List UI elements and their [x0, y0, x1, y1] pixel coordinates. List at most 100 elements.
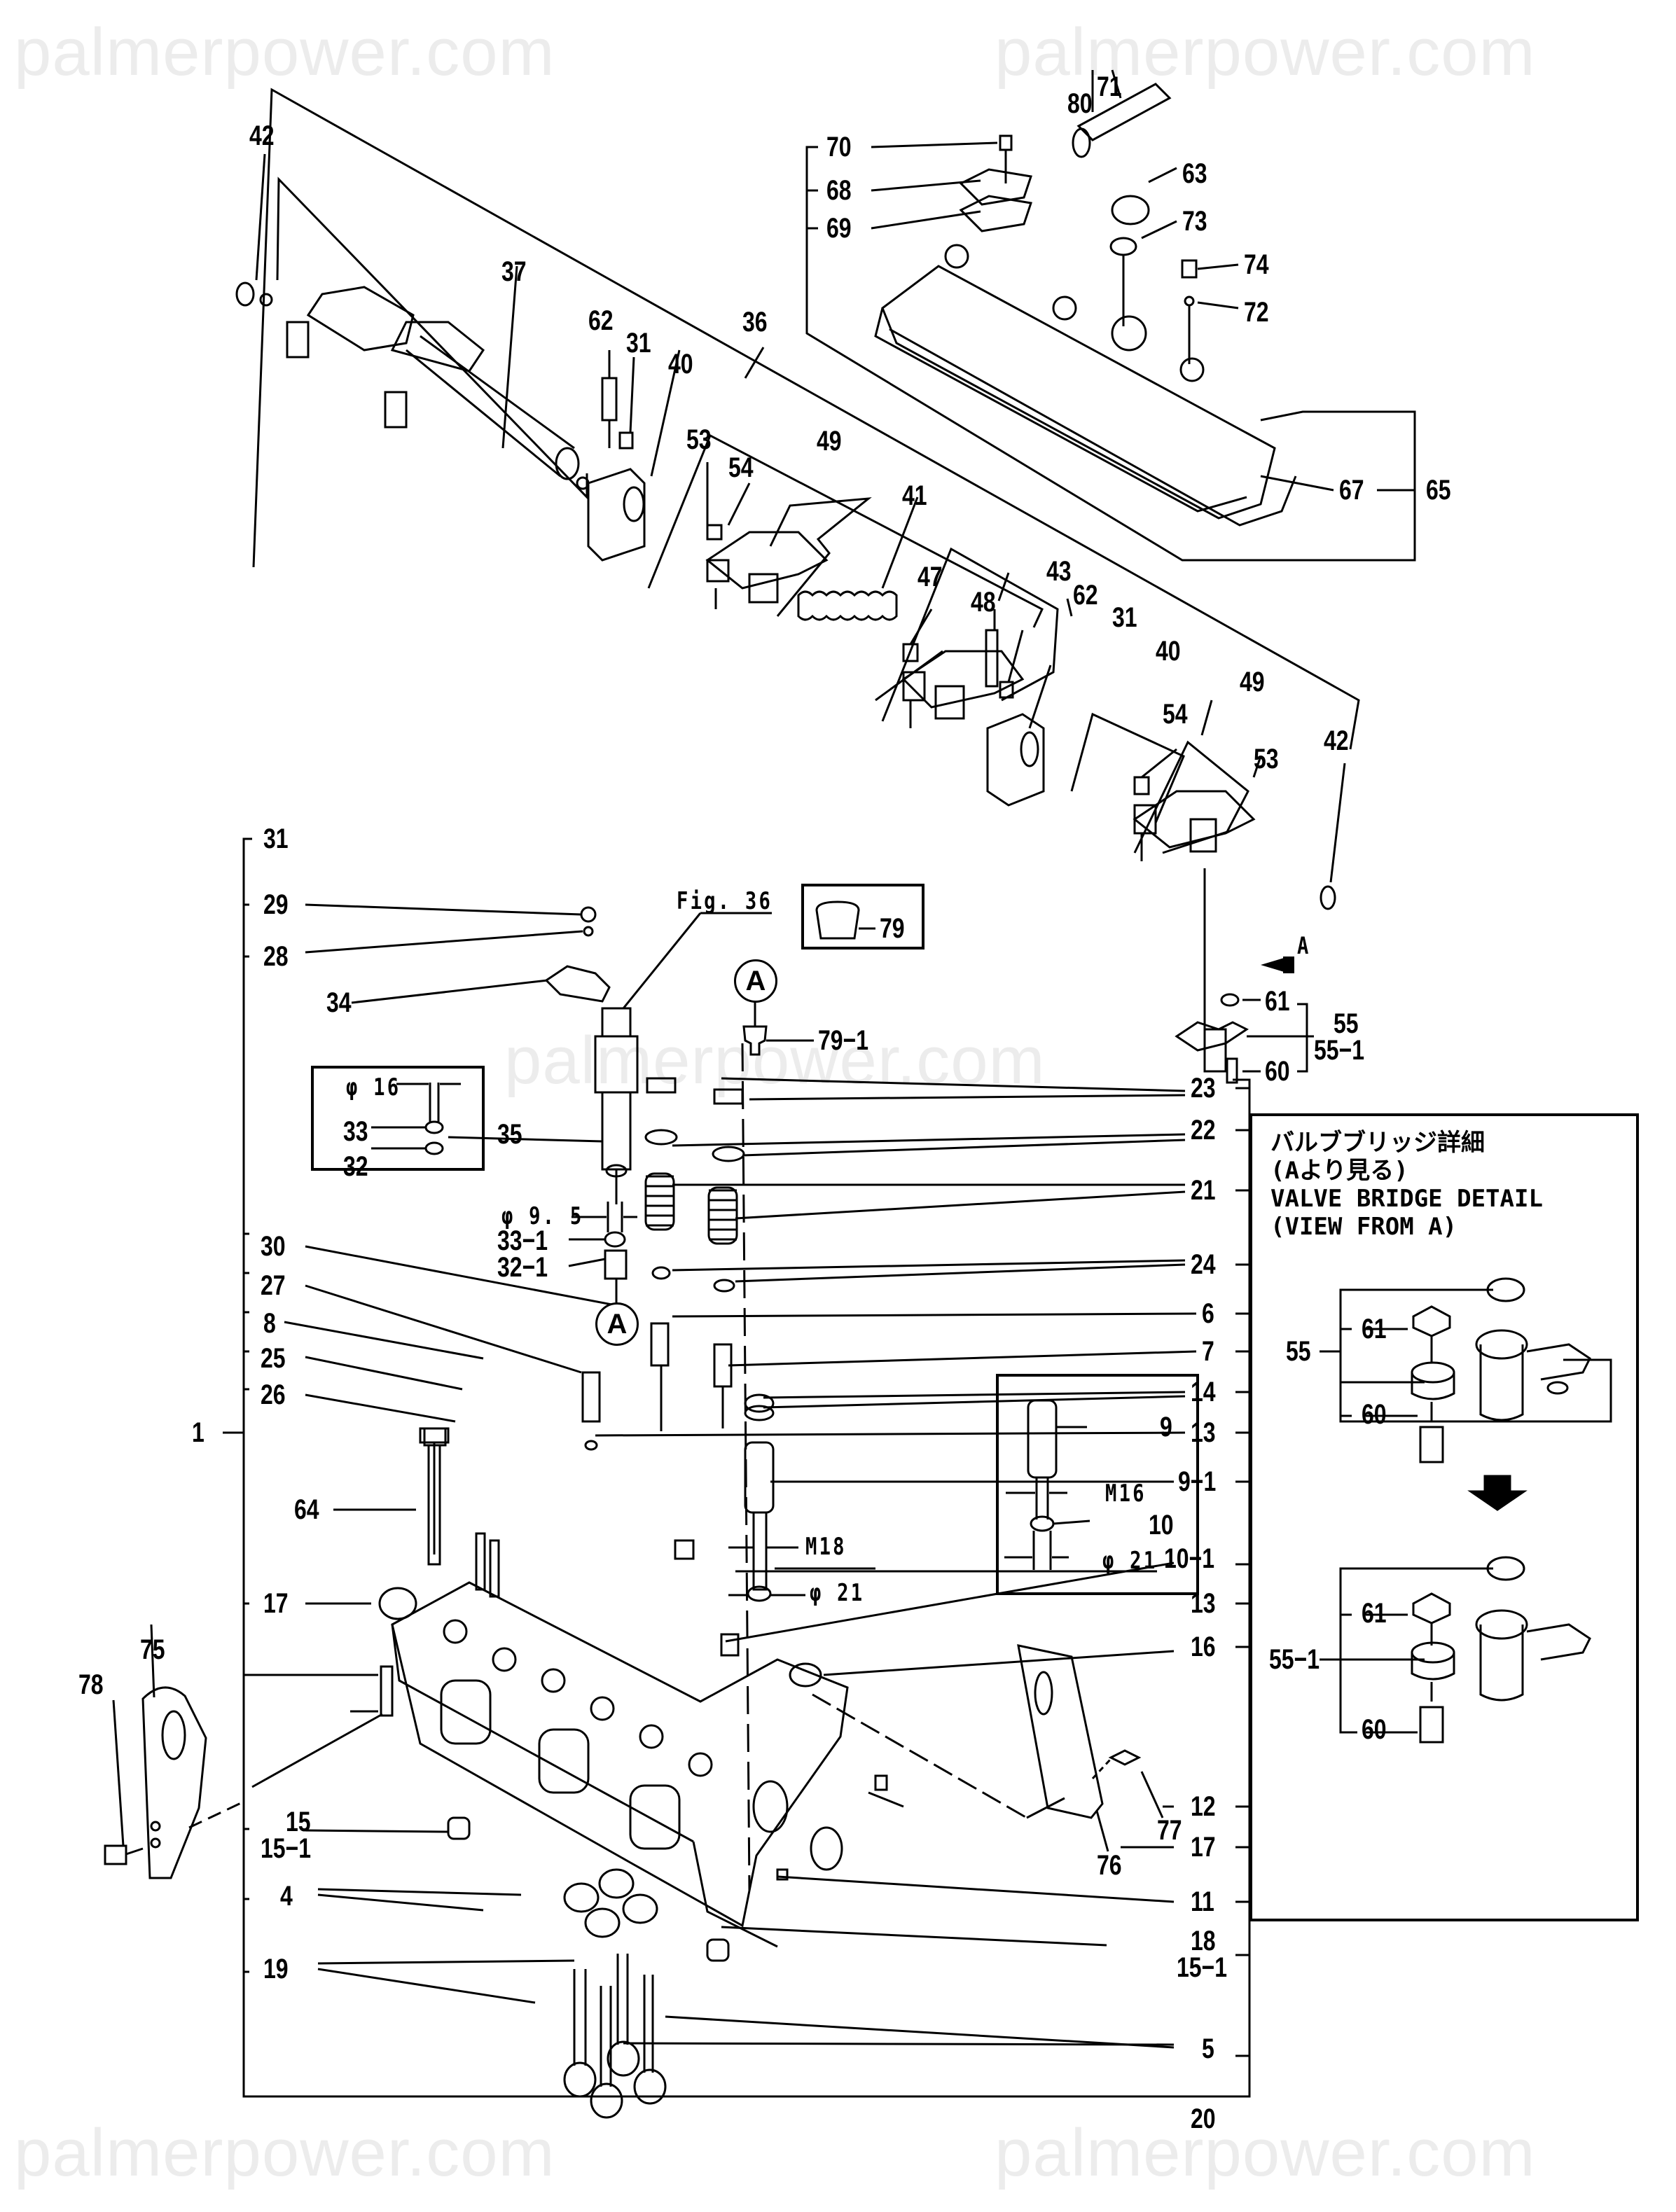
callout-61-small[interactable]: 61 — [1265, 986, 1290, 1017]
callout-31-group[interactable]: 31 — [263, 823, 289, 854]
callout-29[interactable]: 29 — [263, 889, 289, 920]
callout-9-1[interactable]: 9−1 — [1178, 1466, 1217, 1497]
callout-28[interactable]: 28 — [263, 941, 289, 972]
callout-80[interactable]: 80 — [1067, 88, 1093, 119]
callout-40-lower[interactable]: 40 — [1156, 636, 1181, 667]
callout-43[interactable]: 43 — [1046, 556, 1072, 587]
callout-11[interactable]: 11 — [1191, 1886, 1214, 1917]
detail-title-jp: バルブブリッジ詳細 — [1270, 1129, 1485, 1157]
callout-69[interactable]: 69 — [826, 213, 852, 244]
callout-32[interactable]: 32 — [343, 1151, 368, 1182]
callout-74[interactable]: 74 — [1244, 249, 1269, 280]
callout-12[interactable]: 12 — [1191, 1791, 1216, 1822]
callout-77[interactable]: 77 — [1157, 1815, 1182, 1846]
callout-5[interactable]: 5 — [1202, 2033, 1214, 2064]
callout-72[interactable]: 72 — [1244, 297, 1269, 328]
callout-15-1-right[interactable]: 15−1 — [1177, 1952, 1228, 1983]
callout-13-lower[interactable]: 13 — [1191, 1588, 1216, 1619]
rocker-cover — [875, 84, 1296, 525]
callout-10[interactable]: 10 — [1149, 1510, 1174, 1540]
callout-40-upper[interactable]: 40 — [668, 349, 693, 380]
fig-reference-label[interactable]: Fig. 36 — [677, 887, 773, 915]
inset-injector-seal-box — [311, 1066, 485, 1171]
callout-25[interactable]: 25 — [261, 1343, 286, 1374]
callout-32-1[interactable]: 32−1 — [497, 1252, 548, 1283]
detail-callout-61-lower[interactable]: 61 — [1362, 1598, 1387, 1629]
callout-53-lower[interactable]: 53 — [1254, 744, 1279, 774]
callout-79[interactable]: 79 — [880, 913, 905, 944]
detail-callout-61-upper[interactable]: 61 — [1362, 1314, 1387, 1344]
callout-48[interactable]: 48 — [971, 587, 996, 618]
callout-30[interactable]: 30 — [261, 1231, 286, 1262]
callout-68[interactable]: 68 — [826, 175, 852, 206]
callout-54-lower[interactable]: 54 — [1163, 699, 1188, 730]
callout-36[interactable]: 36 — [742, 307, 768, 338]
callout-27[interactable]: 27 — [261, 1270, 286, 1301]
callout-79-1[interactable]: 79−1 — [818, 1025, 869, 1056]
detail-callout-60-lower[interactable]: 60 — [1362, 1714, 1387, 1745]
callout-70[interactable]: 70 — [826, 132, 852, 162]
callout-78[interactable]: 78 — [78, 1669, 104, 1700]
callout-21[interactable]: 21 — [1191, 1175, 1216, 1206]
callout-20[interactable]: 20 — [1191, 2103, 1216, 2134]
callout-37[interactable]: 37 — [501, 256, 527, 287]
callout-26[interactable]: 26 — [261, 1379, 286, 1410]
callout-34[interactable]: 34 — [326, 987, 352, 1018]
callout-76[interactable]: 76 — [1097, 1850, 1122, 1881]
callout-55-small[interactable]: 55 — [1334, 1008, 1359, 1039]
callout-73[interactable]: 73 — [1182, 206, 1207, 237]
callout-8[interactable]: 8 — [263, 1308, 276, 1339]
callout-31-lower[interactable]: 31 — [1112, 602, 1137, 633]
callout-17-right[interactable]: 17 — [1191, 1832, 1216, 1863]
callout-33[interactable]: 33 — [343, 1116, 368, 1147]
callout-54-upper[interactable]: 54 — [728, 452, 754, 483]
callout-13-upper[interactable]: 13 — [1191, 1417, 1216, 1448]
callout-14[interactable]: 14 — [1191, 1377, 1216, 1407]
watermark-top-left: palmerpower.com — [14, 15, 555, 90]
callout-15-1-left[interactable]: 15−1 — [261, 1833, 312, 1864]
valve-springs — [646, 1174, 737, 1244]
rocker-arm-mid — [903, 609, 1023, 728]
callout-9[interactable]: 9 — [1160, 1412, 1172, 1442]
view-arrow — [1261, 957, 1289, 973]
leader-36 — [745, 347, 763, 378]
callout-23[interactable]: 23 — [1191, 1073, 1216, 1104]
callout-49-upper[interactable]: 49 — [817, 426, 842, 457]
detail-callout-55[interactable]: 55 — [1286, 1336, 1311, 1367]
callout-42-top[interactable]: 42 — [249, 120, 275, 151]
callout-17-left[interactable]: 17 — [263, 1588, 289, 1619]
callout-1[interactable]: 1 — [192, 1417, 205, 1448]
callout-60-small[interactable]: 60 — [1265, 1056, 1290, 1087]
callout-24[interactable]: 24 — [1191, 1249, 1216, 1280]
callout-16[interactable]: 16 — [1191, 1632, 1216, 1662]
callout-18[interactable]: 18 — [1191, 1926, 1216, 1956]
callout-47[interactable]: 47 — [917, 562, 943, 592]
callout-62-upper[interactable]: 62 — [588, 305, 614, 336]
callout-55-1-small[interactable]: 55−1 — [1314, 1035, 1365, 1066]
callout-67[interactable]: 67 — [1339, 475, 1364, 506]
callout-19[interactable]: 19 — [263, 1954, 289, 1984]
callout-33-1[interactable]: 33−1 — [497, 1225, 548, 1256]
callout-22[interactable]: 22 — [1191, 1115, 1216, 1146]
callout-41[interactable]: 41 — [902, 480, 927, 511]
callout-31-upper[interactable]: 31 — [626, 328, 651, 359]
callout-62-lower[interactable]: 62 — [1073, 580, 1098, 611]
detail-callout-60-upper[interactable]: 60 — [1362, 1399, 1387, 1430]
callout-15[interactable]: 15 — [286, 1807, 311, 1837]
callout-65[interactable]: 65 — [1426, 475, 1451, 506]
detail-callout-55-1[interactable]: 55−1 — [1269, 1644, 1320, 1675]
callout-7[interactable]: 7 — [1202, 1336, 1214, 1367]
callout-53-upper[interactable]: 53 — [686, 424, 712, 455]
callout-75[interactable]: 75 — [140, 1634, 165, 1665]
callout-42-right[interactable]: 42 — [1324, 725, 1349, 756]
dimension-phi21-inset: φ 21 — [1102, 1547, 1158, 1575]
callout-63[interactable]: 63 — [1182, 158, 1207, 189]
view-marker-a-upper: A — [734, 959, 777, 1003]
callout-10-1[interactable]: 10−1 — [1164, 1543, 1215, 1574]
callout-4[interactable]: 4 — [280, 1881, 293, 1912]
callout-6[interactable]: 6 — [1202, 1298, 1214, 1329]
callout-35[interactable]: 35 — [497, 1119, 522, 1150]
callout-71[interactable]: 71 — [1097, 71, 1122, 102]
callout-64[interactable]: 64 — [294, 1494, 319, 1525]
callout-49-lower[interactable]: 49 — [1240, 667, 1265, 697]
